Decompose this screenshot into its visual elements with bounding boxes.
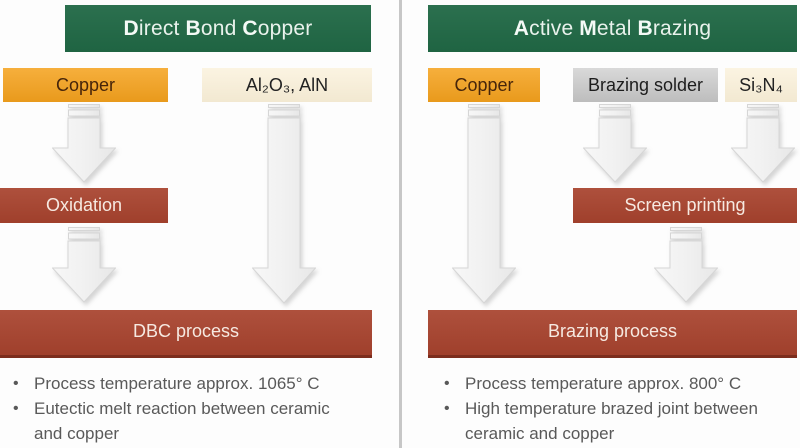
dbc-copper-box: Copper [3, 68, 168, 102]
panel-divider [399, 0, 402, 448]
title-word: Metal [579, 16, 632, 40]
down-arrow-copper-to-brazing [451, 104, 517, 309]
title-word: Bond [185, 16, 237, 40]
bullet-item: Process temperature approx. 800° C [441, 371, 771, 396]
down-arrow-shape [730, 104, 796, 183]
down-arrow-shape [51, 104, 117, 183]
dbc-notes-list: Process temperature approx. 1065° C Eute… [10, 371, 360, 446]
bullet-item: High temperature brazed joint between ce… [441, 396, 771, 446]
oxidation-step-box: Oxidation [0, 188, 168, 223]
down-arrow-shape [451, 104, 517, 304]
amb-brazing-solder-box: Brazing solder [573, 68, 718, 102]
bullet-item: Process temperature approx. 1065° C [10, 371, 360, 396]
title-word: Copper [242, 16, 313, 40]
amb-ceramic-box: Si₃N₄ [725, 68, 797, 102]
title-word: Direct [123, 16, 180, 40]
title-word: Brazing [637, 16, 712, 40]
bullet-item: Eutectic melt reaction between ceramic a… [10, 396, 360, 446]
dbc-ceramic-box: Al₂O₃, AlN [202, 68, 372, 102]
down-arrow-shape [582, 104, 648, 183]
down-arrow-solder-to-screenprinting [582, 104, 648, 188]
down-arrow-copper-to-oxidation [51, 104, 117, 188]
amb-copper-box: Copper [428, 68, 540, 102]
down-arrow-ceramic-to-process [251, 104, 317, 309]
down-arrow-screenprinting-to-process [653, 227, 719, 308]
title-word: Active [513, 16, 574, 40]
down-arrow-shape [251, 104, 317, 304]
screen-printing-step-box: Screen printing [573, 188, 797, 223]
down-arrow-shape [51, 227, 117, 303]
down-arrow-ceramic-to-screenprinting [730, 104, 796, 188]
brazing-process-box: Brazing process [428, 310, 797, 358]
down-arrow-shape [653, 227, 719, 303]
dbc-process-box: DBC process [0, 310, 372, 358]
amb-notes-list: Process temperature approx. 800° C High … [441, 371, 771, 446]
down-arrow-oxidation-to-process [51, 227, 117, 308]
